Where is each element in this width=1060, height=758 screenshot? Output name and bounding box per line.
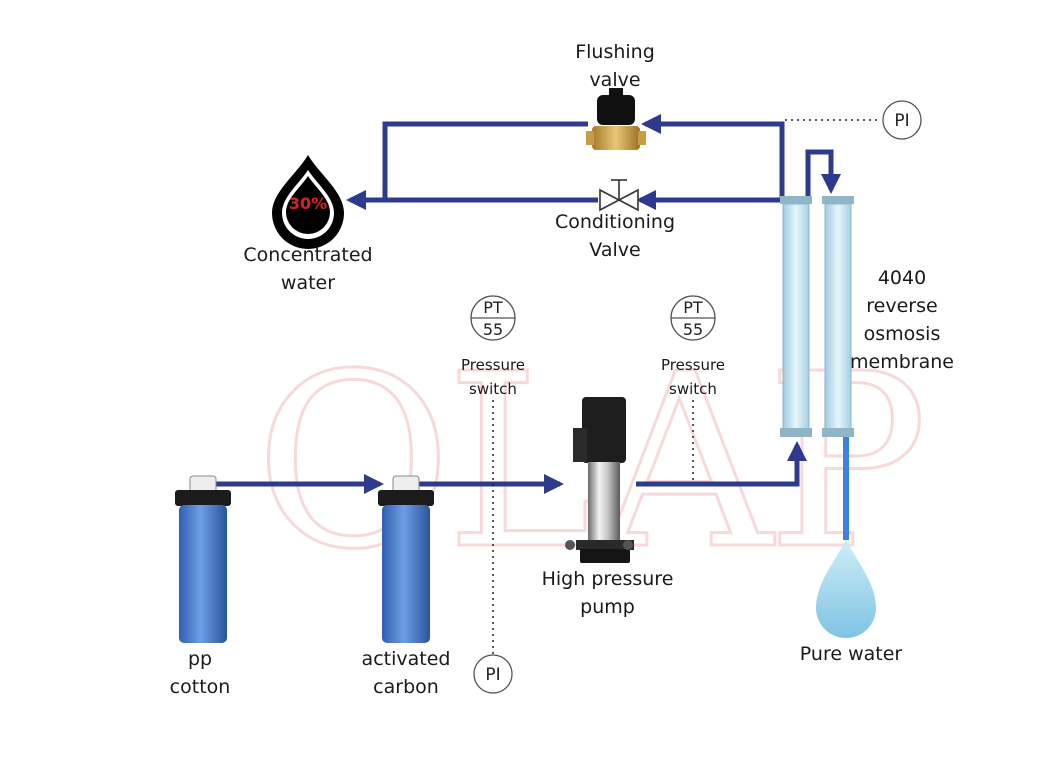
pt-right-top-text: PT bbox=[683, 298, 703, 317]
pipes bbox=[212, 114, 841, 494]
ro-membrane-left bbox=[780, 196, 812, 437]
pi-gauge-bottom: PI bbox=[473, 654, 513, 694]
pt-gauge-left: PT 55 bbox=[470, 295, 516, 341]
pure-water-label: Pure water bbox=[799, 643, 903, 665]
flushing-return-line bbox=[382, 121, 588, 200]
concentrated-water-drop-icon bbox=[272, 155, 344, 249]
conditioning-valve-label: Conditioning Valve bbox=[554, 211, 676, 261]
pi-top-text: PI bbox=[894, 111, 909, 131]
high-pressure-pump-icon bbox=[565, 397, 634, 563]
pt-left-bottom-text: 55 bbox=[483, 320, 503, 339]
activated-carbon-filter-icon bbox=[378, 475, 434, 643]
ro-membrane-right bbox=[822, 196, 854, 437]
conditioning-valve-icon bbox=[599, 179, 639, 212]
pressure-switch-right-label: Pressure switch bbox=[660, 356, 726, 398]
pt-right-bottom-text: 55 bbox=[683, 320, 703, 339]
instrument-lines bbox=[492, 119, 880, 655]
activated-carbon-label: activated carbon bbox=[361, 648, 451, 698]
membrane-connector bbox=[805, 149, 841, 200]
flushing-valve-icon bbox=[586, 88, 646, 150]
pp-cotton-label: pp cotton bbox=[169, 648, 231, 698]
concentrated-water-label: Concentrated water bbox=[243, 244, 373, 294]
pi-bottom-text: PI bbox=[485, 665, 500, 685]
flushing-valve-label: Flushing valve bbox=[575, 41, 655, 91]
pump-label: High pressure pump bbox=[541, 568, 674, 618]
pp-cotton-filter-icon bbox=[175, 475, 231, 643]
membrane-label: 4040 reverse osmosis membrane bbox=[850, 267, 954, 373]
flushing-line bbox=[641, 114, 785, 197]
concentrate-percent: 30% bbox=[289, 194, 327, 213]
pt-gauge-right: PT 55 bbox=[670, 295, 716, 341]
pressure-switch-left-label: Pressure switch bbox=[460, 356, 526, 398]
pi-gauge-top: PI bbox=[882, 100, 922, 140]
pump-outlet-line bbox=[636, 441, 807, 487]
pt-left-top-text: PT bbox=[483, 298, 503, 317]
pure-water-drop-icon bbox=[816, 540, 876, 638]
